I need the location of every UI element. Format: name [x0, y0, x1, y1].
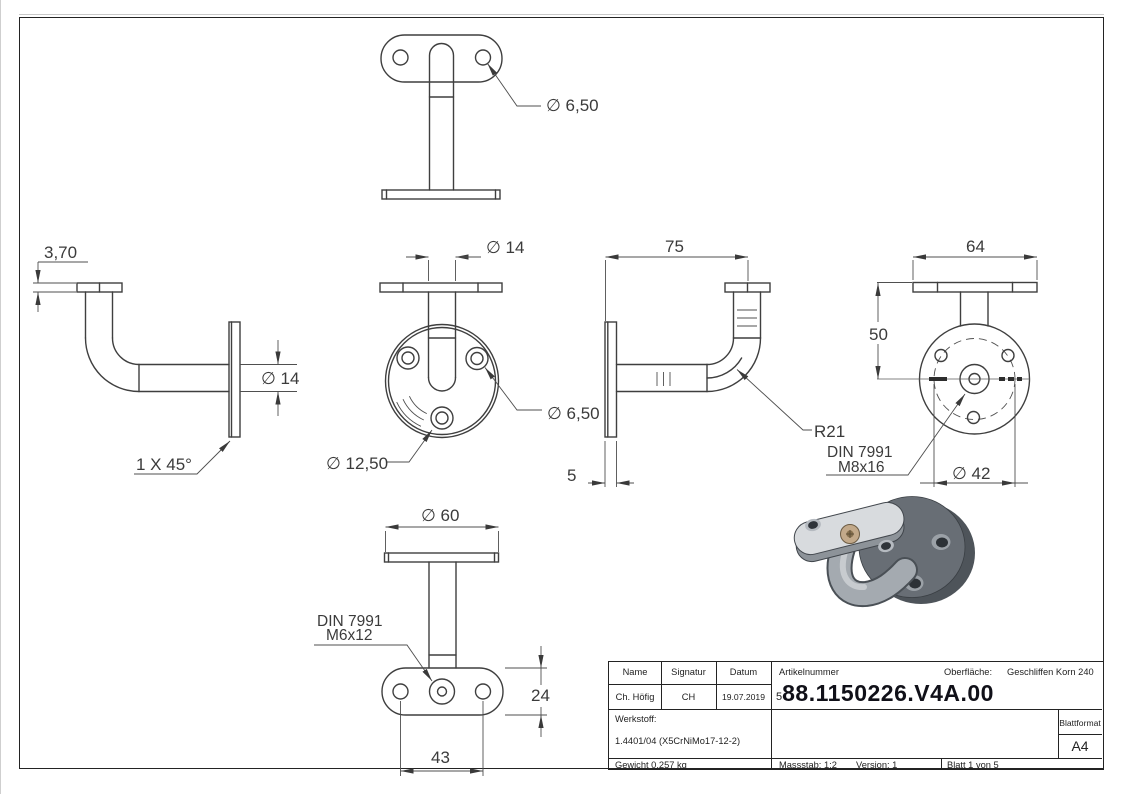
tb-artikelnummer-value: 88.1150226.V4A.00: [782, 680, 994, 706]
tb-werkstoff-value: 1.4401/04 (X5CrNiMo17-12-2): [615, 736, 741, 746]
view-left: 3,70 ∅ 14 1 X 45°: [33, 243, 299, 475]
page-edge-line: [0, 0, 1, 794]
iso-center-screw: [840, 524, 860, 544]
view-front: ∅ 14 ∅ 6,50 ∅ 12,50: [326, 238, 600, 473]
drawing-frame: [19, 17, 1104, 769]
dim-right-plate-thickness: 5: [567, 466, 576, 485]
tb-header-name: Name: [622, 667, 648, 677]
dim-rear-saddle-width: 64: [966, 237, 985, 256]
dim-bottom-saddle-height: 24: [531, 686, 550, 705]
tb-artikelnummer-prefix: 5: [776, 691, 783, 703]
dim-rear-screw-spec-line1: DIN 7991: [827, 444, 892, 461]
dim-front-bottom-hole: ∅ 12,50: [326, 454, 388, 473]
tb-oberflaeche-value: Geschliffen Korn 240: [1007, 667, 1094, 677]
dim-rear-center-height: 50: [869, 325, 888, 344]
tb-gewicht: Gewicht 0.257 kg: [615, 760, 687, 770]
frame-shadow-line: [19, 14, 1104, 15]
view-bottom: ∅ 60 DIN 7991 M6x12 24 43: [314, 506, 550, 776]
dim-bottom-screw-spec-line1: DIN 7991: [317, 613, 382, 630]
tb-blatt: Blatt 1 von 5: [947, 760, 999, 770]
view-top: ∅ 6,50: [380, 34, 599, 200]
tb-blattformat-label: Blattformat: [1059, 718, 1101, 728]
view-isometric: [793, 496, 975, 608]
tb-version: Version: 1: [856, 760, 898, 770]
dim-right-length: 75: [665, 237, 684, 256]
tb-header-date: Datum: [729, 667, 758, 677]
dim-left-plate-thickness: 3,70: [44, 243, 77, 262]
title-block: Name Signatur Datum Ch. Höfig CH 19.07.2…: [608, 661, 1104, 770]
tb-werkstoff-label: Werkstoff:: [615, 714, 657, 724]
view-rear: 64 50 ∅ 42 DIN 7991 M8x16: [826, 237, 1038, 487]
tb-value-signature: CH: [681, 692, 696, 702]
iso-arm: [828, 537, 916, 606]
iso-saddle-holes: [805, 518, 894, 553]
view-right: 75 R21 5: [567, 237, 845, 487]
tb-header-signature: Signatur: [671, 667, 706, 677]
dim-top-hole: ∅ 6,50: [546, 96, 599, 115]
dim-bottom-plate-diameter: ∅ 60: [421, 506, 459, 525]
dim-front-side-hole: ∅ 6,50: [547, 404, 600, 423]
dim-right-bend-radius: R21: [814, 422, 845, 441]
tb-massstab: Massstab: 1:2: [779, 760, 837, 770]
tb-blattformat-value: A4: [1071, 738, 1089, 754]
dim-left-chamfer: 1 X 45°: [136, 455, 192, 474]
dim-rear-bolt-circle: ∅ 42: [952, 464, 990, 483]
dim-bottom-hole-spacing: 43: [431, 748, 450, 767]
dim-bottom-screw-spec-line2: M6x12: [326, 627, 373, 644]
dim-front-stem-diameter: ∅ 14: [486, 238, 524, 257]
dim-left-arm-diameter: ∅ 14: [261, 369, 299, 388]
tb-value-date: 19.07.2019: [721, 692, 765, 702]
tb-artikelnummer: 588.1150226.V4A.00: [776, 680, 994, 707]
dim-rear-screw-spec-line2: M8x16: [838, 459, 885, 476]
tb-artikelnummer-label: Artikelnummer: [779, 667, 839, 677]
iso-arm-highlight: [839, 549, 867, 591]
tb-oberflaeche-label: Oberfläche:: [944, 667, 993, 677]
tb-value-name: Ch. Höfig: [615, 692, 655, 702]
